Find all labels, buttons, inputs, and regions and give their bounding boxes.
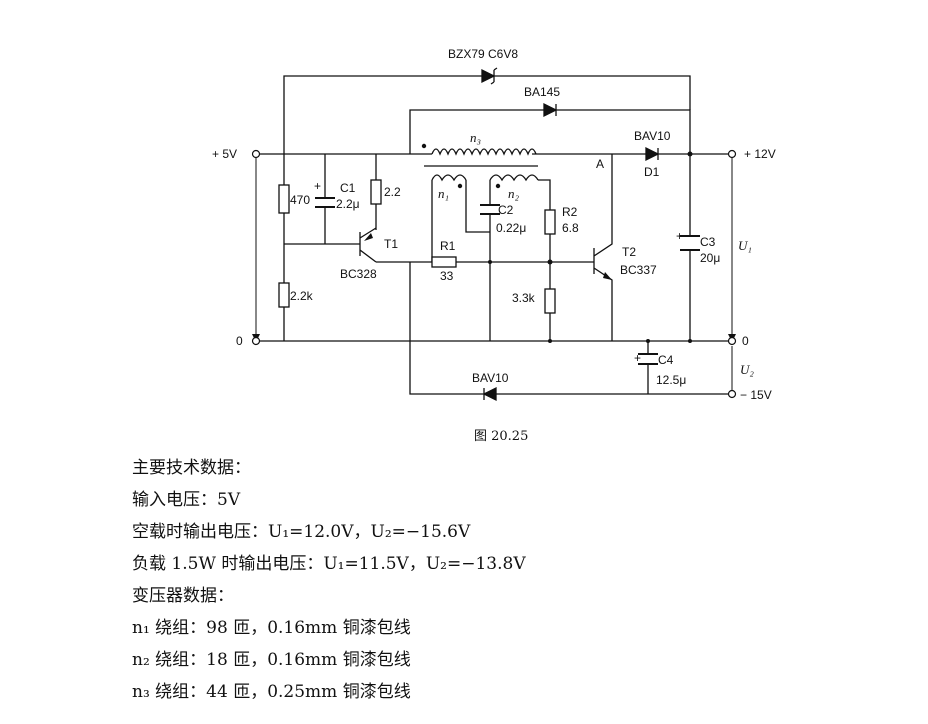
spec-winding-n3: n₃ 绕组：44 匝，0.25mm 铜漆包线 <box>132 682 411 702</box>
label-u2: U₂ <box>740 362 754 377</box>
resistor-3k3 <box>544 288 556 314</box>
label-vin: + 5V <box>212 147 237 161</box>
wire-n2 <box>489 179 551 341</box>
label-c1-val: 2.2μ <box>336 197 360 211</box>
diode-bav10-bottom <box>482 386 497 402</box>
label-c2-val: 0.22μ <box>496 221 526 235</box>
label-ba145: BA145 <box>524 85 560 99</box>
capacitor-c1 <box>315 197 335 208</box>
label-c1-plus: + <box>314 179 321 193</box>
capacitor-c4 <box>638 353 658 365</box>
label-t1-name: T1 <box>384 237 398 251</box>
diode-zener <box>481 67 498 85</box>
spec-noload-output: 空载时输出电压：U₁=12.0V，U₂=−15.6V <box>132 522 471 542</box>
label-r2-2: 2.2 <box>384 185 401 199</box>
label-t1-type: BC328 <box>340 267 377 281</box>
label-c2-name: C2 <box>498 203 514 217</box>
label-r2-val: 6.8 <box>562 221 579 235</box>
spec-transformer-heading: 变压器数据： <box>132 586 234 606</box>
junction <box>688 339 692 343</box>
label-n3: n₃ <box>470 130 481 145</box>
label-r2-name: R2 <box>562 205 578 219</box>
junction <box>548 339 552 343</box>
t1-symbol <box>359 227 377 263</box>
circuit-schematic: BZX79 C6V8 BA145 BAV10 D1 BAV10 + 5V + 1… <box>212 47 776 402</box>
label-r1-name: R1 <box>440 239 456 253</box>
label-vout-neg: − 15V <box>740 388 772 402</box>
junction <box>547 259 553 265</box>
junction <box>488 260 492 264</box>
winding-n2 <box>489 174 539 182</box>
label-bav10-top: BAV10 <box>634 129 671 143</box>
diode-ba145 <box>543 102 558 118</box>
label-t2-type: BC337 <box>620 263 657 277</box>
label-n1: n₁ <box>438 186 449 201</box>
winding-n3 <box>431 148 537 156</box>
resistor-r2 <box>544 209 556 235</box>
label-r3k3: 3.3k <box>512 291 536 305</box>
terminal-gnd-left <box>251 336 261 346</box>
label-r2k2: 2.2k <box>290 289 314 303</box>
wire-n1 <box>431 180 490 262</box>
terminal-gnd-right <box>727 336 737 346</box>
spec-winding-n2: n₂ 绕组：18 匝，0.16mm 铜漆包线 <box>132 650 411 670</box>
terminal-vout-pos <box>727 149 737 159</box>
terminal-vout-neg <box>727 389 737 399</box>
junction <box>646 339 650 343</box>
label-c3-val: 20μ <box>700 251 720 265</box>
label-zener: BZX79 C6V8 <box>448 47 518 61</box>
t2-symbol <box>593 154 613 341</box>
label-r470: 470 <box>290 193 310 207</box>
spec-input-voltage: 输入电压：5V <box>132 490 241 510</box>
label-c4-name: C4 <box>658 353 674 367</box>
wire-top-zener-loop <box>283 75 691 154</box>
dot-n3 <box>421 143 427 149</box>
spec-load-output: 负载 1.5W 时输出电压：U₁=11.5V，U₂=−13.8V <box>132 554 526 574</box>
dot-n2 <box>495 183 501 189</box>
label-c4-val: 12.5μ <box>656 373 686 387</box>
dot-n1 <box>457 183 463 189</box>
spec-heading: 主要技术数据： <box>132 458 251 478</box>
label-u1: U₁ <box>738 238 752 253</box>
wire-c1 <box>284 154 360 245</box>
label-gnd-left: 0 <box>236 334 243 348</box>
resistor-2-2 <box>370 179 382 205</box>
label-r1-val: 33 <box>440 269 454 283</box>
label-c4-plus: + <box>634 351 641 365</box>
label-c1-name: C1 <box>340 181 356 195</box>
junction <box>687 151 693 157</box>
resistor-2k2 <box>278 282 290 308</box>
capacitor-c2 <box>480 204 500 215</box>
t2-emitter-arrow <box>603 272 612 280</box>
diode-d1 <box>645 146 660 162</box>
wire-negative-loop <box>409 262 732 395</box>
terminal-vin <box>251 149 261 159</box>
label-bav10-bottom: BAV10 <box>472 371 509 385</box>
label-n2: n₂ <box>508 186 520 201</box>
label-c3-plus: + <box>676 229 683 243</box>
spec-winding-n1: n₁ 绕组：98 匝，0.16mm 铜漆包线 <box>132 618 411 638</box>
figure-caption: 图 20.25 <box>474 429 529 444</box>
t1-emitter-arrow <box>364 233 373 241</box>
label-t2-name: T2 <box>622 245 636 259</box>
label-gnd-right: 0 <box>742 334 749 348</box>
label-node-a: A <box>596 157 604 171</box>
label-d1: D1 <box>644 165 660 179</box>
label-vout-pos: + 12V <box>744 147 776 161</box>
spec-list: 主要技术数据： 输入电压：5V 空载时输出电压：U₁=12.0V，U₂=−15.… <box>132 452 526 708</box>
label-c3-name: C3 <box>700 235 716 249</box>
resistor-470 <box>278 184 290 214</box>
winding-n1 <box>431 174 467 182</box>
capacitor-c3 <box>680 235 700 251</box>
resistor-r1 <box>431 256 457 268</box>
